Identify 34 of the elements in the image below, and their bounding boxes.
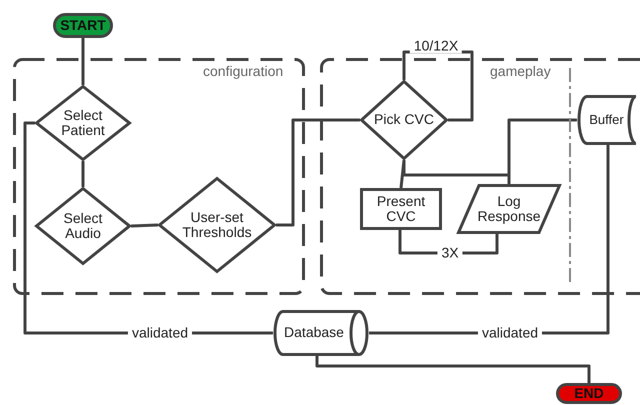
node-label: Select Patient	[60, 108, 106, 138]
process-box	[360, 188, 442, 230]
decision-diamond	[360, 80, 448, 160]
decision-diamond	[35, 187, 131, 265]
node-label: Database	[283, 325, 345, 341]
connector-line	[508, 118, 577, 184]
connector-line	[316, 356, 590, 383]
connector-line	[82, 38, 84, 85]
edge-label: validated	[128, 325, 192, 341]
data-parallelogram	[457, 184, 561, 234]
edge-label: 10/12X	[410, 38, 462, 54]
node-label: Pick CVC	[374, 112, 434, 128]
node-label: START	[59, 18, 107, 34]
group-label: configuration	[203, 63, 284, 79]
group-label: gameplay	[490, 63, 551, 79]
connector-line	[276, 118, 360, 226]
decision-diamond	[158, 177, 276, 273]
connector-line	[400, 160, 406, 188]
end-terminal	[556, 383, 622, 404]
edge-label: 3X	[437, 245, 463, 261]
node-label: Present CVC	[376, 194, 426, 224]
node-label: Select Audio	[62, 210, 104, 242]
database-cylinder	[273, 310, 369, 356]
node-label: User-set Thresholds	[181, 210, 253, 240]
node-label: Buffer	[588, 112, 625, 128]
start-terminal	[53, 13, 113, 38]
dashed-region	[320, 58, 640, 295]
edge-label: validated	[478, 325, 542, 341]
dashed-region	[13, 58, 305, 295]
node-label: END	[573, 386, 605, 402]
decision-diamond	[35, 85, 131, 161]
node-label: Log Response	[476, 194, 542, 224]
connector-line	[82, 161, 84, 187]
connector-line	[130, 224, 158, 228]
